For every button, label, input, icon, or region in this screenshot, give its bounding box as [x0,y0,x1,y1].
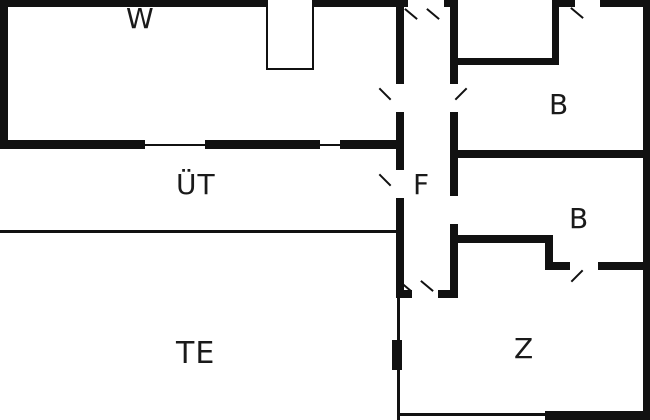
room-label-b1: B [549,88,570,121]
window-marker [145,144,205,146]
wall-segment [438,290,458,298]
wall-segment [396,290,412,298]
wall-segment [545,235,553,270]
wall-segment [340,140,398,149]
room-label-w: W [126,2,155,35]
door-swing-mark [404,8,418,20]
door-swing-mark [570,269,584,283]
wall-segment [450,150,650,158]
room-label-ut: ÜT [176,168,216,201]
wall-segment [396,112,404,170]
wall-segment [552,0,559,65]
window-marker [320,144,340,146]
wall-segment [598,262,650,270]
wall-segment [600,0,650,7]
wall-segment [396,198,404,292]
wall-segment [0,0,408,7]
chimney-fixture [266,0,314,70]
room-label-b2: B [569,202,590,235]
door-swing-mark [454,87,468,101]
wall-segment [0,140,145,149]
wall-segment [545,262,570,270]
wall-segment [450,235,553,243]
wall-segment [450,0,458,84]
room-label-te: TE [176,336,216,371]
door-swing-mark [426,8,440,20]
door-swing-mark [570,7,584,19]
wall-segment [559,0,575,7]
wall-segment [398,413,545,416]
door-swing-mark [378,87,392,101]
wall-segment [450,224,458,292]
wall-segment [205,140,320,149]
wall-segment [396,0,404,84]
door-swing-mark [420,280,434,292]
wall-segment [0,0,8,148]
wall-segment [0,230,396,233]
wall-segment [458,58,559,65]
room-label-z: Z [514,332,535,365]
door-swing-mark [378,173,392,187]
wall-segment [643,0,650,420]
room-label-f: F [413,168,431,201]
wall-segment [545,411,650,420]
wall-segment [392,340,402,370]
